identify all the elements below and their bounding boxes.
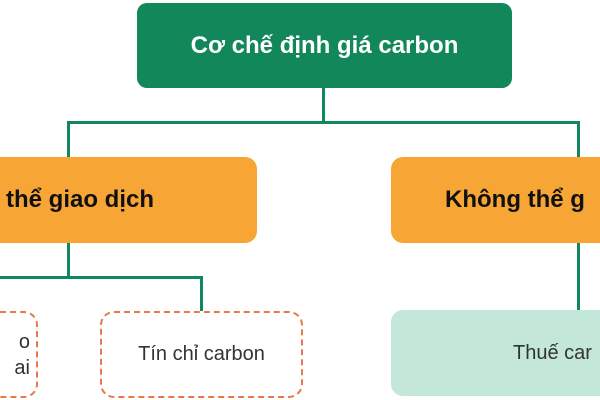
leaf-carbon-credits: Tín chỉ carbon xyxy=(100,311,303,398)
connector xyxy=(322,88,325,123)
leaf-node: o ai xyxy=(0,311,38,398)
leaf-carbon-tax: Thuế car xyxy=(391,310,600,396)
branch-tradable: thể giao dịch xyxy=(0,157,257,243)
connector xyxy=(577,121,580,157)
connector xyxy=(0,276,203,279)
leaf-label: Thuế car xyxy=(513,341,592,364)
leaf-label-line: o xyxy=(18,330,30,353)
root-node: Cơ chế định giá carbon xyxy=(137,3,512,88)
leaf-label: Tín chỉ carbon xyxy=(138,343,265,365)
connector xyxy=(200,276,203,311)
leaf-label-line: ai xyxy=(14,356,30,379)
connector xyxy=(67,243,70,278)
connector xyxy=(67,121,70,157)
connector xyxy=(67,121,580,124)
root-label: Cơ chế định giá carbon xyxy=(190,31,459,59)
branch-non-tradable: Không thể g xyxy=(391,157,600,243)
branch-label: thể giao dịch xyxy=(6,186,155,213)
connector xyxy=(577,243,580,310)
branch-label: Không thể g xyxy=(445,186,585,213)
